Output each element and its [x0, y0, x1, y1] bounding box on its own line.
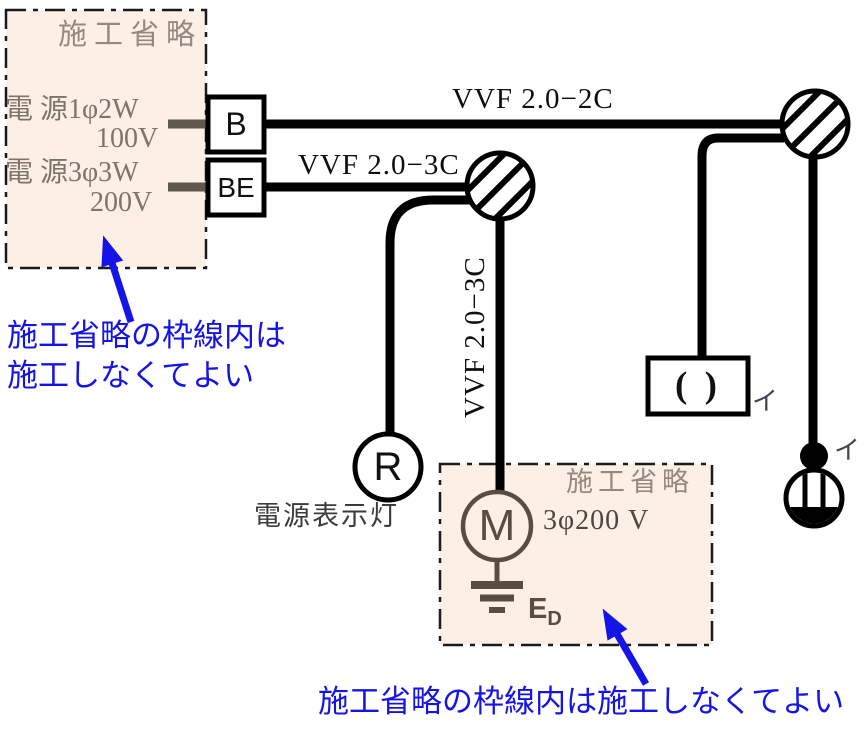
power-panel-title: 施工省略: [58, 19, 203, 51]
source2-label: 電 源3φ3W: [5, 157, 139, 188]
source1-voltage: 100V: [96, 123, 159, 154]
note-top-line2: 施工しなくてよい: [7, 358, 255, 393]
note-top-line1: 施工省略の枠線内は: [7, 318, 286, 353]
cable-label-middle: VVF 2.0−3C: [298, 149, 460, 181]
junction-box-left-icon: [464, 150, 536, 222]
source1-label: 電 源1φ2W: [5, 94, 139, 125]
ground-type-label: ED: [528, 594, 562, 630]
motor-panel-title: 施工省略: [566, 467, 694, 497]
ground-type-main: E: [528, 593, 548, 625]
ground-type-sub: D: [547, 607, 562, 630]
switch-symbol: ( ): [675, 364, 721, 406]
note-bottom: 施工省略の枠線内は施工しなくてよい: [318, 684, 845, 719]
arrow-top-icon: [101, 235, 135, 324]
motor-rating: 3φ200 V: [543, 505, 650, 536]
lamp-receptacle-letter: R: [373, 445, 403, 489]
ceiling-lamp-circuit-label: イ: [834, 436, 861, 465]
source2-voltage: 200V: [90, 187, 153, 218]
lamp-receptacle-icon: [352, 431, 424, 503]
lamp-receptacle-caption: 電源表示灯: [254, 501, 399, 531]
breaker-be-icon: [205, 157, 267, 218]
wire-to-lamp-receptacle: [385, 195, 471, 434]
switch-box-icon: [645, 355, 751, 417]
motor-letter: M: [478, 500, 516, 550]
cable-label-vertical: VVF 2.0−3C: [459, 256, 491, 418]
ground-icon: [471, 560, 523, 613]
switch-circuit-label: イ: [752, 387, 779, 416]
breaker-b-label: B: [225, 105, 247, 142]
wire-to-switch: [697, 133, 784, 358]
ceiling-lamp-icon: [783, 442, 845, 529]
cable-label-top: VVF 2.0−2C: [452, 83, 614, 115]
arrow-bottom-icon: [602, 608, 650, 686]
junction-box-right-icon: [779, 88, 851, 160]
breaker-be-label: BE: [217, 171, 255, 203]
power-panel-box: [4, 8, 208, 270]
